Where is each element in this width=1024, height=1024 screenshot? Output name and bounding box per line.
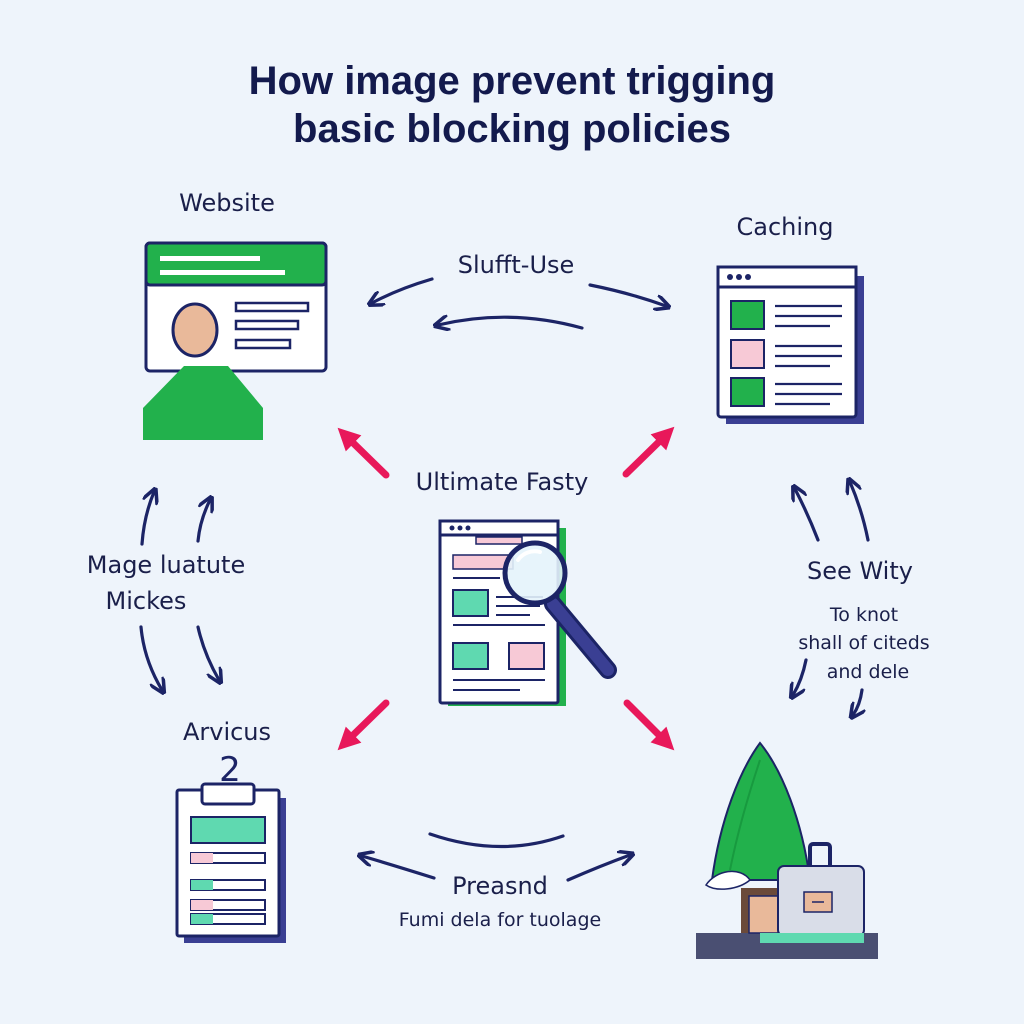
arrow-top-return — [438, 317, 584, 328]
center-label: Ultimate Fasty — [415, 468, 589, 496]
arrow-bottom-arc — [428, 832, 565, 849]
website-label: Website — [179, 189, 275, 217]
arrow-right-down-1 — [793, 658, 808, 695]
connector-bottom-note: Fumi dela for tuolage — [398, 909, 602, 931]
arrow-center-to-website — [337, 427, 390, 479]
arrow-left-down-1 — [139, 625, 162, 690]
arrow-left-up-2 — [196, 500, 210, 543]
connector-right-note-line-3: and dele — [826, 661, 910, 683]
document-magnifier-icon — [438, 519, 617, 706]
arrow-center-to-storage — [623, 699, 675, 751]
tree-and-box-icon — [696, 741, 878, 959]
diagram-title-line-1: How image prevent trigging — [248, 59, 776, 103]
arrow-top-left — [372, 277, 434, 303]
arrow-left-up-1 — [140, 492, 154, 546]
arrow-center-to-caching — [622, 426, 675, 478]
connector-left-label-line-2: Mickes — [105, 587, 187, 615]
archive-badge-number: 2 — [219, 750, 241, 790]
connector-bottom-label: Preasnd — [452, 872, 548, 900]
connector-left-label-line-1: Mage luatute — [86, 551, 246, 579]
arrow-bottom-left — [362, 856, 436, 880]
connector-right-note-line-2: shall of citeds — [798, 632, 930, 654]
arrow-right-up-1 — [795, 489, 820, 542]
arrow-top-right — [588, 283, 666, 306]
clipboard-icon — [175, 782, 286, 943]
browser-profile-icon — [143, 241, 328, 440]
connector-right-note-line-1: To knot — [829, 604, 899, 626]
connector-top-label: Slufft-Use — [457, 251, 575, 279]
connector-right-label: See Wity — [807, 557, 913, 585]
archive-label: Arvicus — [182, 718, 272, 746]
caching-label: Caching — [736, 213, 834, 241]
arrow-right-up-2 — [850, 482, 870, 542]
arrow-center-to-archive — [337, 699, 390, 751]
arrow-left-down-2 — [196, 625, 219, 680]
document-list-icon — [716, 265, 864, 424]
arrow-bottom-right — [566, 855, 630, 882]
diagram-title-line-2: basic blocking policies — [293, 107, 731, 151]
arrow-right-down-2 — [853, 688, 862, 715]
